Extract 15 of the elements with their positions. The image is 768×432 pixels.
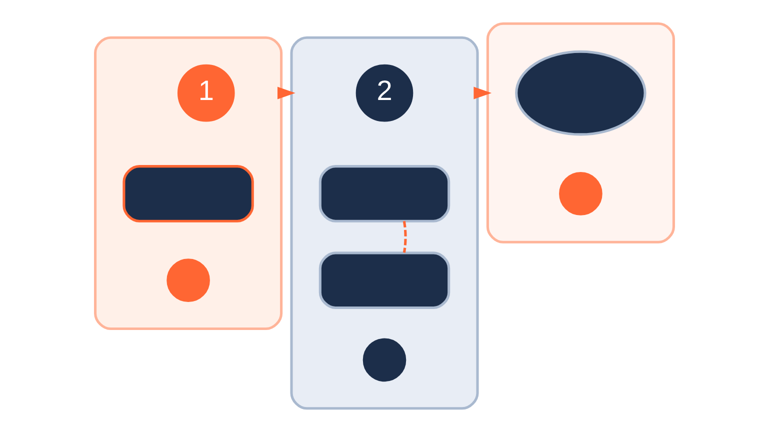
node-circle [362, 338, 406, 382]
node-box [318, 165, 450, 222]
node-box [122, 165, 254, 222]
node-circle: 1 [176, 64, 234, 122]
node-circle [166, 258, 210, 302]
node-box [318, 252, 450, 309]
node-circle [558, 172, 602, 216]
connector [402, 220, 406, 253]
node-cloud [514, 50, 646, 136]
node-circle: 2 [355, 64, 413, 122]
cluster [486, 22, 674, 244]
arrow [276, 86, 295, 100]
arrow [473, 86, 492, 100]
cluster [94, 36, 282, 330]
cluster [290, 36, 478, 410]
